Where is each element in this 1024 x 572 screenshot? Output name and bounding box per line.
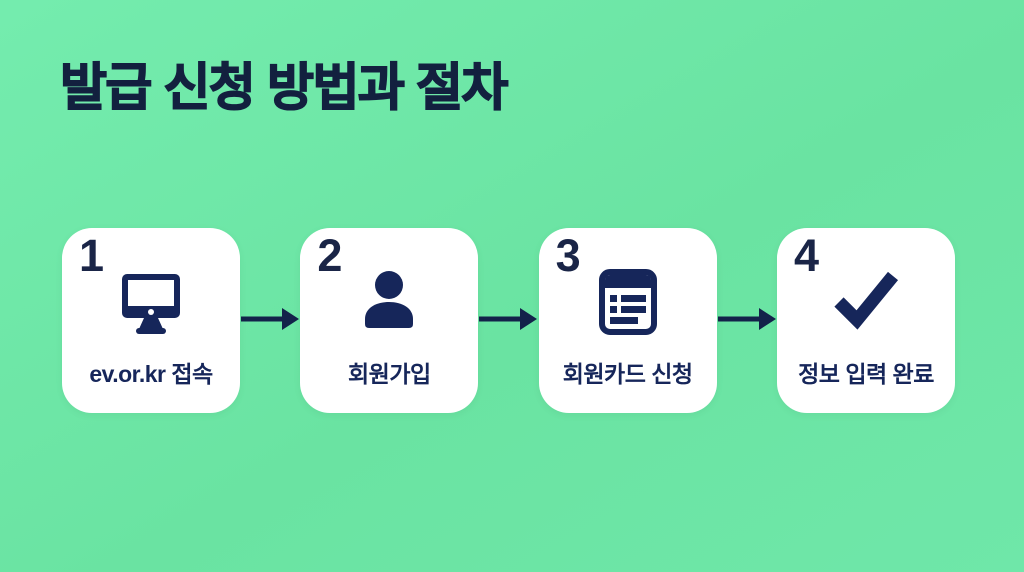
page-title: 발급 신청 방법과 절차 — [59, 58, 509, 117]
monitor-icon — [62, 268, 240, 338]
arrow-icon — [478, 228, 538, 413]
person-icon — [300, 268, 478, 336]
step-number: 2 — [317, 230, 343, 281]
step-number: 1 — [79, 230, 105, 281]
step-label: 회원가입 — [348, 361, 431, 387]
arrow-icon — [717, 228, 777, 413]
step-card-2: 2 회원가입 — [300, 228, 479, 413]
step-label: 회원카드 신청 — [562, 361, 693, 387]
form-icon — [539, 268, 717, 336]
step-label: 정보 입력 완료 — [798, 361, 934, 387]
step-card-4: 4 정보 입력 완료 — [776, 228, 955, 413]
arrow-icon — [240, 228, 300, 413]
step-number: 4 — [793, 230, 820, 281]
steps-row: 1 ev.or.kr 접속 2 — [62, 228, 955, 413]
step-card-3: 3 회원카드 신청 — [538, 228, 717, 413]
step-label: ev.or.kr 접속 — [89, 361, 213, 387]
checkmark-icon — [777, 268, 955, 332]
step-number: 3 — [555, 230, 581, 281]
step-card-1: 1 ev.or.kr 접속 — [62, 228, 240, 413]
